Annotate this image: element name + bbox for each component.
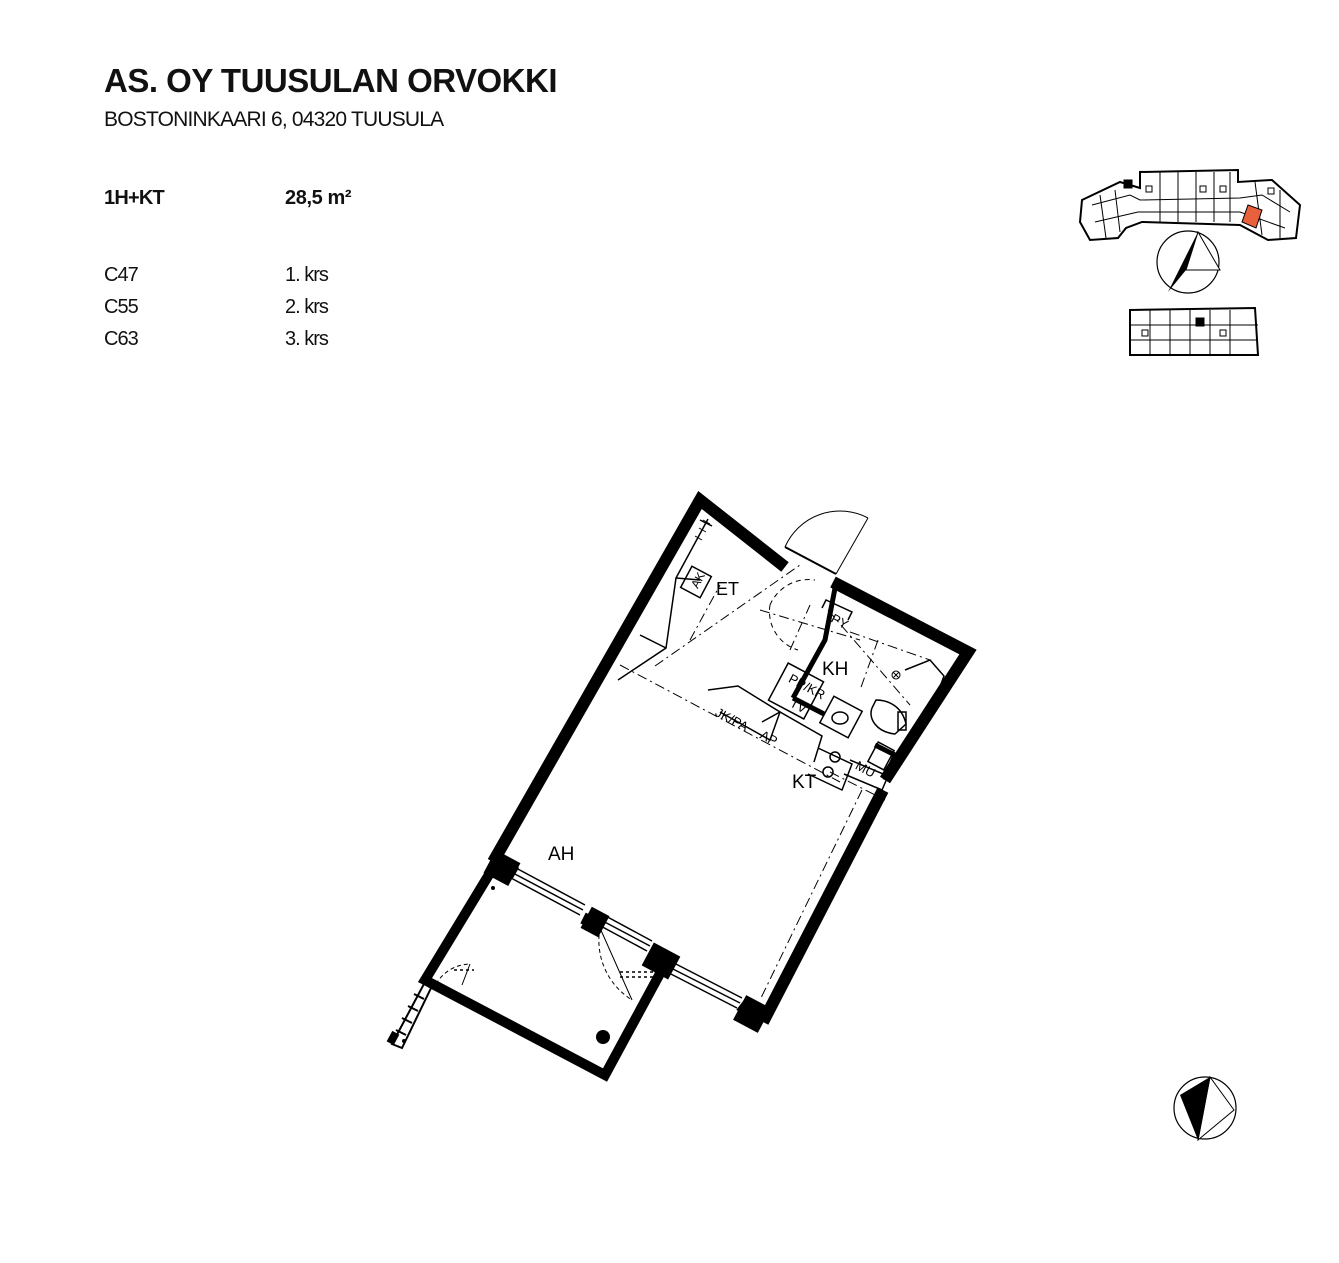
room-label-kh: KH [822,659,848,680]
room-label-ah: AH [548,844,574,865]
unit-floor: 2. krs [285,296,329,318]
floor-plan [386,490,977,1082]
apartment-area: 28,5 m² [285,187,352,209]
key-plan-highlight [1241,204,1263,229]
room-label-jkpa: JK/PA [713,704,751,734]
key-plan-upper [1078,168,1302,242]
unit-code: C47 [104,264,139,286]
project-title: AS. OY TUUSULAN ORVOKKI [104,62,558,99]
apartment-type: 1H+KT [104,187,165,209]
room-label-mu: MU [853,758,878,781]
north-arrow-icon [1156,230,1221,294]
unit-floor: 3. krs [285,328,329,350]
room-label-tv: TV [788,695,810,716]
room-label-et: ET [716,579,739,599]
room-label-py: PY [829,611,852,633]
unit-code: C63 [104,328,139,350]
project-address: BOSTONINKAARI 6, 04320 TUUSULA [104,108,444,131]
room-label-kt: KT [792,772,817,793]
room-label-ap: AP [758,727,780,748]
room-label-ak: AK [688,570,708,591]
north-arrow-icon [1173,1075,1237,1142]
unit-floor: 1. krs [285,264,329,286]
key-plan-lower [1129,306,1260,356]
unit-code: C55 [104,296,139,318]
